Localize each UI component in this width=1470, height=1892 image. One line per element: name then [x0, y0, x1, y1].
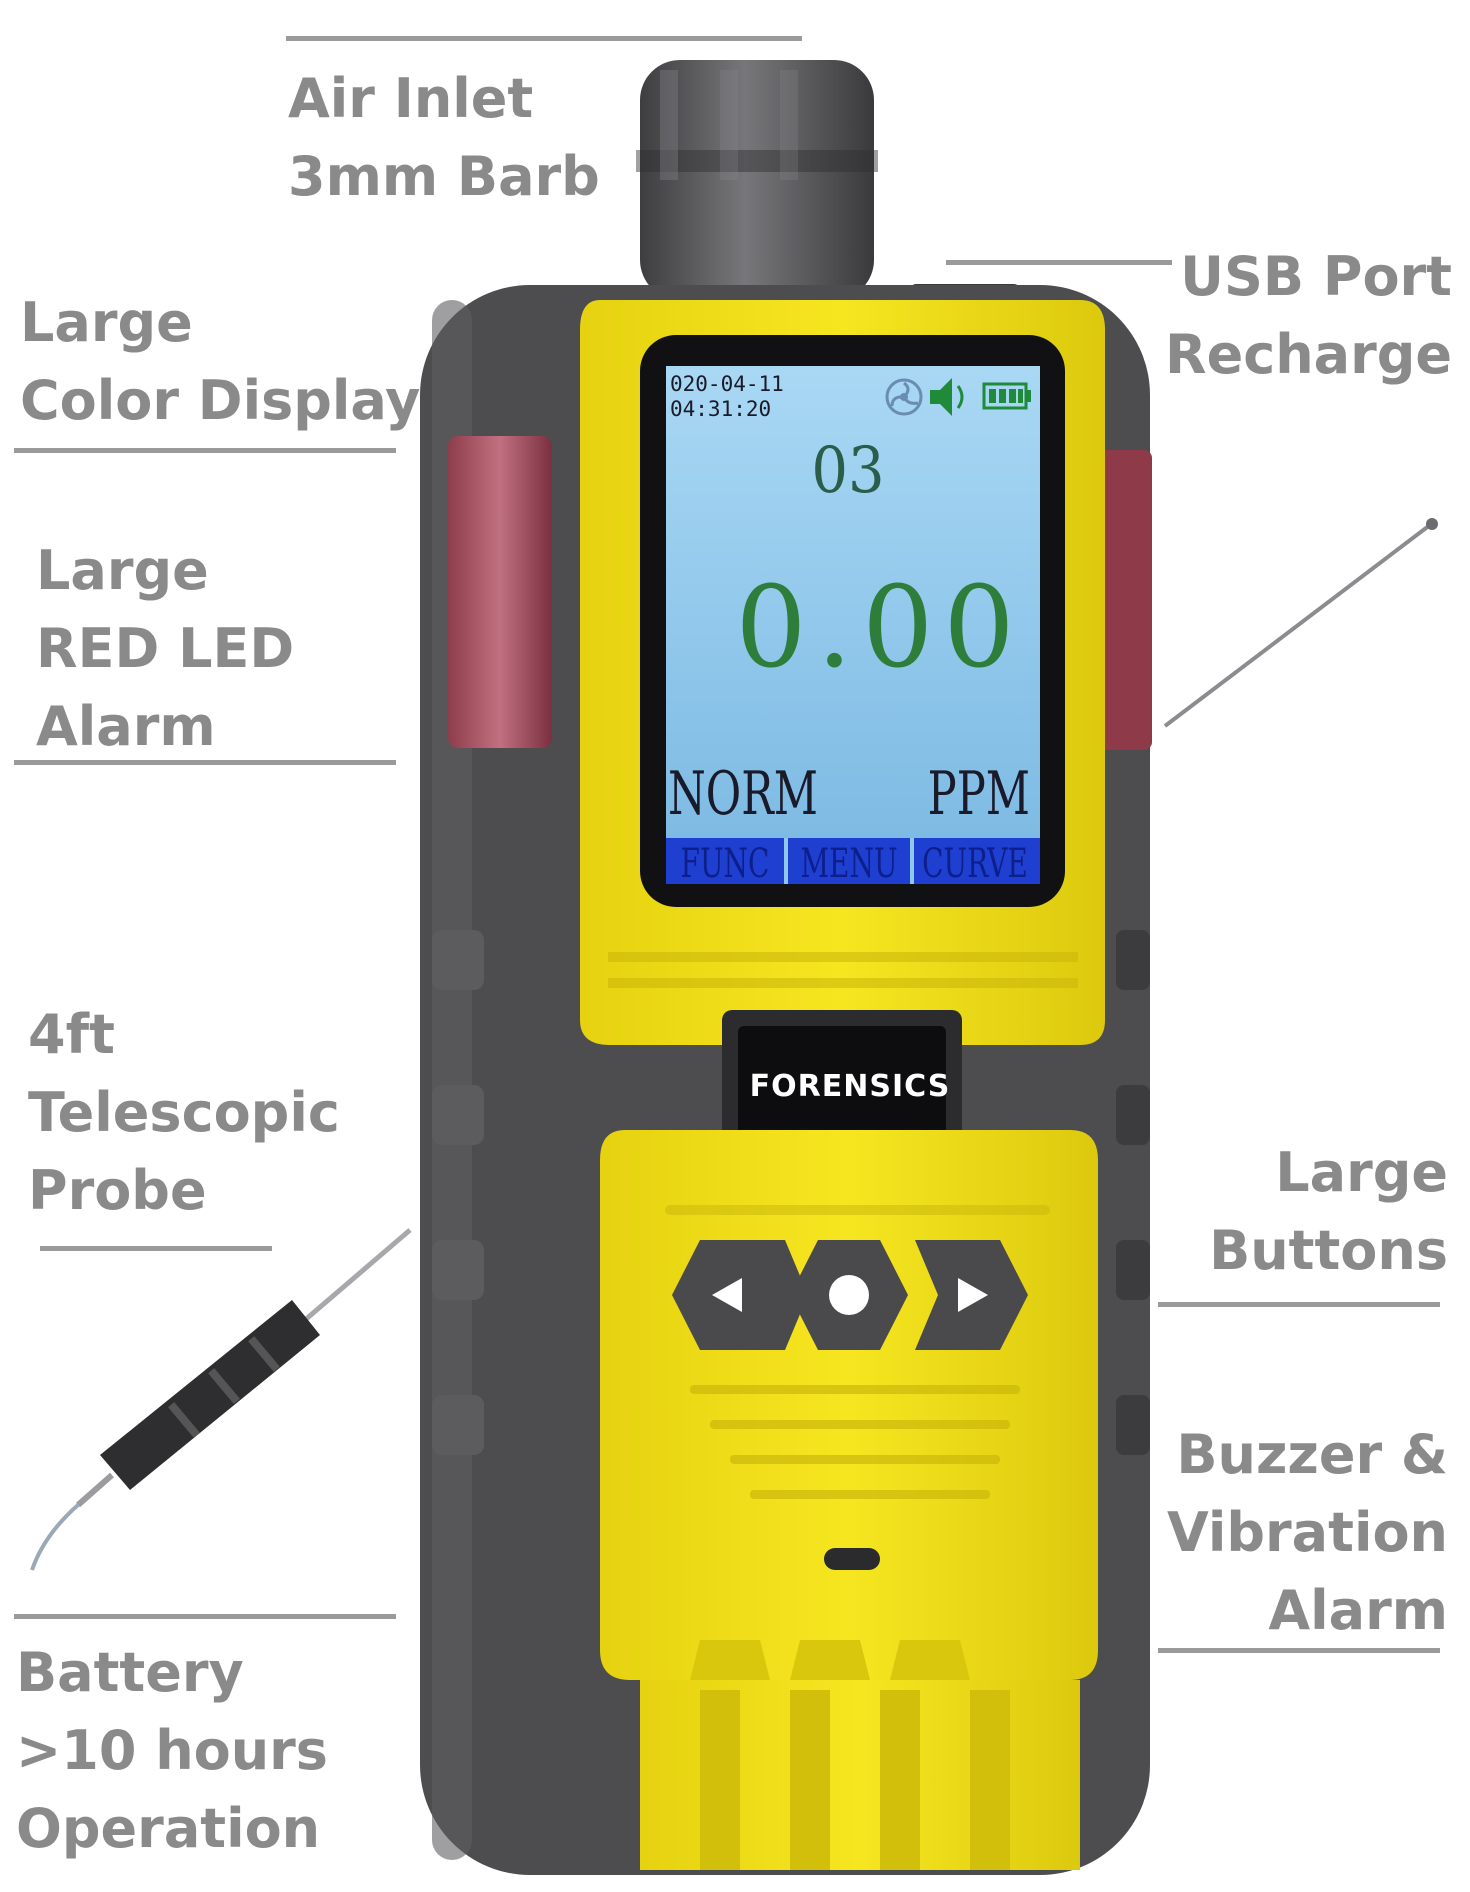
label-air-inlet: Air Inlet 3mm Barb: [288, 67, 600, 208]
left-button[interactable]: [672, 1240, 808, 1350]
rule-color-display: [14, 448, 396, 453]
speaker-icon: [930, 378, 964, 416]
right-arrow-icon: [958, 1278, 988, 1312]
battery-icon: [982, 382, 1031, 410]
lcd-display: 020-04-11 04:31:20 03: [666, 366, 1040, 887]
label-buzzer: Buzzer & Vibration Alarm: [1167, 1423, 1448, 1642]
label-color-display: Large Color Display: [20, 291, 421, 432]
softkey-curve: CURVE: [922, 841, 1028, 887]
rule-buzzer: [1158, 1648, 1440, 1653]
buzzer-slot: [824, 1548, 880, 1570]
rule-buttons: [1158, 1302, 1440, 1307]
label-red-led: Large RED LED Alarm: [36, 539, 295, 758]
lcd-unit: PPM: [928, 759, 1030, 829]
label-battery: Battery >10 hours Operation: [16, 1641, 328, 1860]
rule-red-led: [14, 760, 396, 765]
rule-air-inlet: [286, 36, 802, 41]
center-dot-icon: [829, 1275, 869, 1315]
lcd-date: 020-04-11: [670, 372, 784, 396]
air-inlet-cap: [636, 60, 878, 300]
rule-probe: [40, 1246, 272, 1251]
antenna-probe: [1163, 518, 1438, 728]
label-buttons: Large Buttons: [1209, 1141, 1448, 1282]
red-led-right: [1100, 450, 1152, 750]
fan-icon: [885, 378, 923, 416]
brand-text: FORENSICS: [750, 1069, 951, 1104]
lcd-time: 04:31:20: [670, 397, 771, 421]
lcd-reading: 0.00: [735, 563, 1024, 693]
left-arrow-icon: [712, 1278, 742, 1312]
center-button[interactable]: [790, 1240, 908, 1350]
rule-usb-port: [946, 260, 1172, 265]
rule-battery: [14, 1614, 396, 1619]
label-usb-port: USB Port Recharge: [1164, 245, 1452, 386]
red-led-left: [448, 436, 552, 748]
softkey-menu: MENU: [800, 841, 897, 887]
label-probe: 4ft Telescopic Probe: [28, 1003, 340, 1222]
lcd-channel: 03: [811, 433, 884, 508]
brand-badge: FORENSICS: [722, 1010, 962, 1160]
softkey-func: FUNC: [681, 841, 770, 887]
right-button[interactable]: [915, 1240, 1028, 1350]
telescopic-probe: [30, 1228, 412, 1571]
lcd-status: NORM: [668, 759, 818, 829]
